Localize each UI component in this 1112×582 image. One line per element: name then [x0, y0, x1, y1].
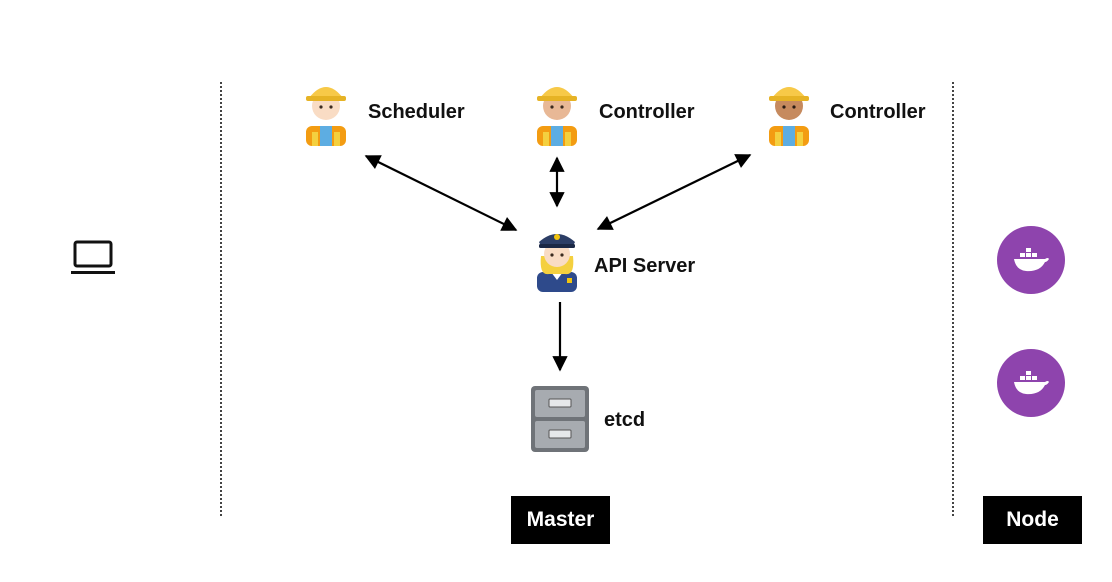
controller-worker-icon [769, 87, 809, 146]
controller-label-2: Controller [830, 101, 926, 123]
right-divider [952, 82, 954, 516]
master-label: Master [511, 496, 610, 544]
left-divider [220, 82, 222, 516]
node-label: Node [983, 496, 1082, 544]
scheduler-label: Scheduler [368, 101, 465, 123]
laptop-icon [71, 240, 115, 274]
arrow-controller2-api [596, 154, 752, 230]
arrow-scheduler-api [364, 155, 518, 231]
api-server-label: API Server [594, 255, 696, 277]
docker-whale-icon [997, 349, 1065, 417]
docker-whale-icon [997, 226, 1065, 294]
controller-label-1: Controller [599, 101, 695, 123]
etcd-label: etcd [604, 409, 646, 431]
file-cabinet-icon [531, 386, 589, 452]
controller-worker-icon [537, 87, 577, 146]
police-officer-icon [537, 234, 577, 292]
scheduler-worker-icon [306, 87, 346, 146]
